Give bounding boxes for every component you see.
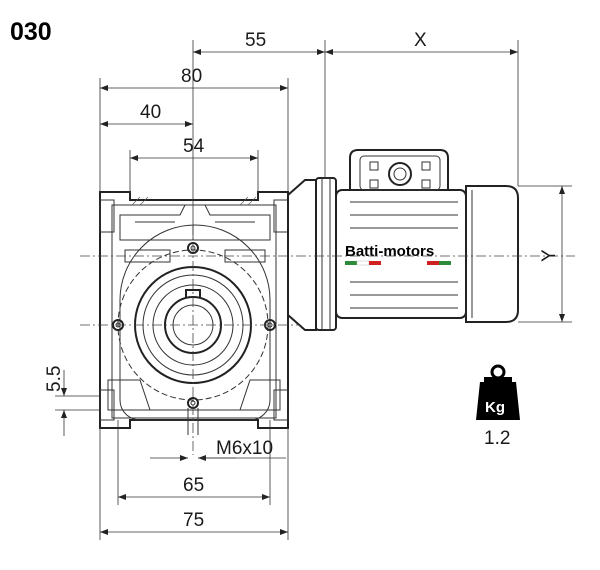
brand-stripe-red xyxy=(369,261,381,265)
gearbox-housing xyxy=(99,191,289,429)
dim-40-label: 40 xyxy=(140,102,161,123)
brand-stripe-green xyxy=(345,261,357,265)
dim-65-label: 65 xyxy=(183,475,204,496)
weight-icon: Kg xyxy=(476,364,520,420)
brand-stripe-green-2 xyxy=(439,261,451,265)
brand-stripe-red-2 xyxy=(427,261,439,265)
brand-name: Batti-motors xyxy=(345,243,434,260)
dim-55-label: 55 xyxy=(245,30,266,51)
dim-bolt-label: M6x10 xyxy=(216,438,273,459)
center-lines xyxy=(80,225,575,455)
dim-5-5-label: 5.5 xyxy=(44,366,65,392)
brand-label: Batti-motors xyxy=(345,243,451,266)
dim-80-label: 80 xyxy=(181,66,202,87)
dim-y-label: Y xyxy=(539,249,560,262)
dimension-lines xyxy=(61,49,565,535)
motor-assembly xyxy=(287,149,519,331)
model-title: 030 xyxy=(10,18,52,46)
weight-unit-label: Kg xyxy=(485,399,505,416)
extension-lines xyxy=(55,40,572,540)
brand-stripe-white xyxy=(356,260,370,266)
dim-75-label: 75 xyxy=(183,510,204,531)
dim-x-label: X xyxy=(414,30,427,51)
output-flange xyxy=(112,224,276,435)
weight-value: 1.2 xyxy=(484,428,510,449)
dim-54-label: 54 xyxy=(183,136,205,157)
